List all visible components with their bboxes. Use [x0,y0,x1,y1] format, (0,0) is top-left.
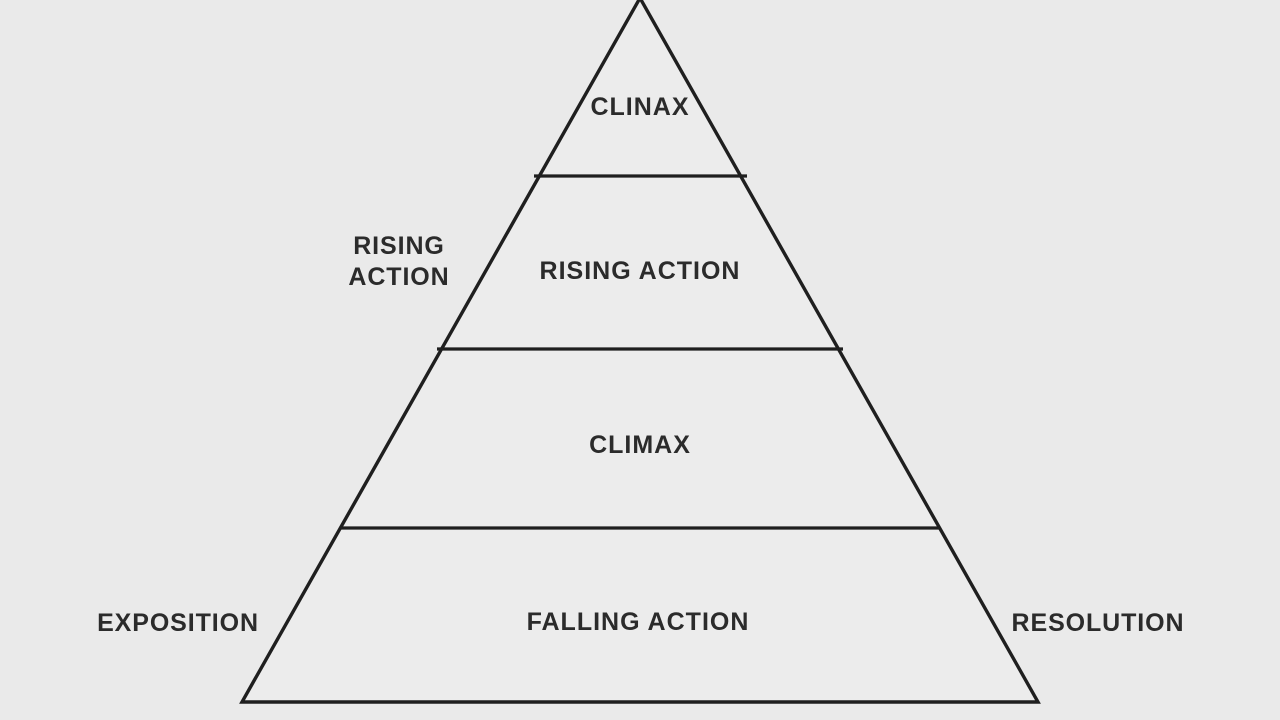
band-label-rising-action: RISING ACTION [539,257,741,285]
outer-label-rising-action: RISING ACTION [348,231,449,294]
outer-label-exposition: EXPOSITION [97,609,259,637]
band-label-apex: CLINAX [590,93,690,121]
outer-label-rising-action-line1: RISING [353,231,445,260]
outer-label-resolution: RESOLUTION [1011,609,1185,637]
outer-label-rising-action-line2: ACTION [348,263,450,291]
band-label-falling-action: FALLING ACTION [526,608,750,636]
band-label-climax: CLIMAX [589,431,691,459]
